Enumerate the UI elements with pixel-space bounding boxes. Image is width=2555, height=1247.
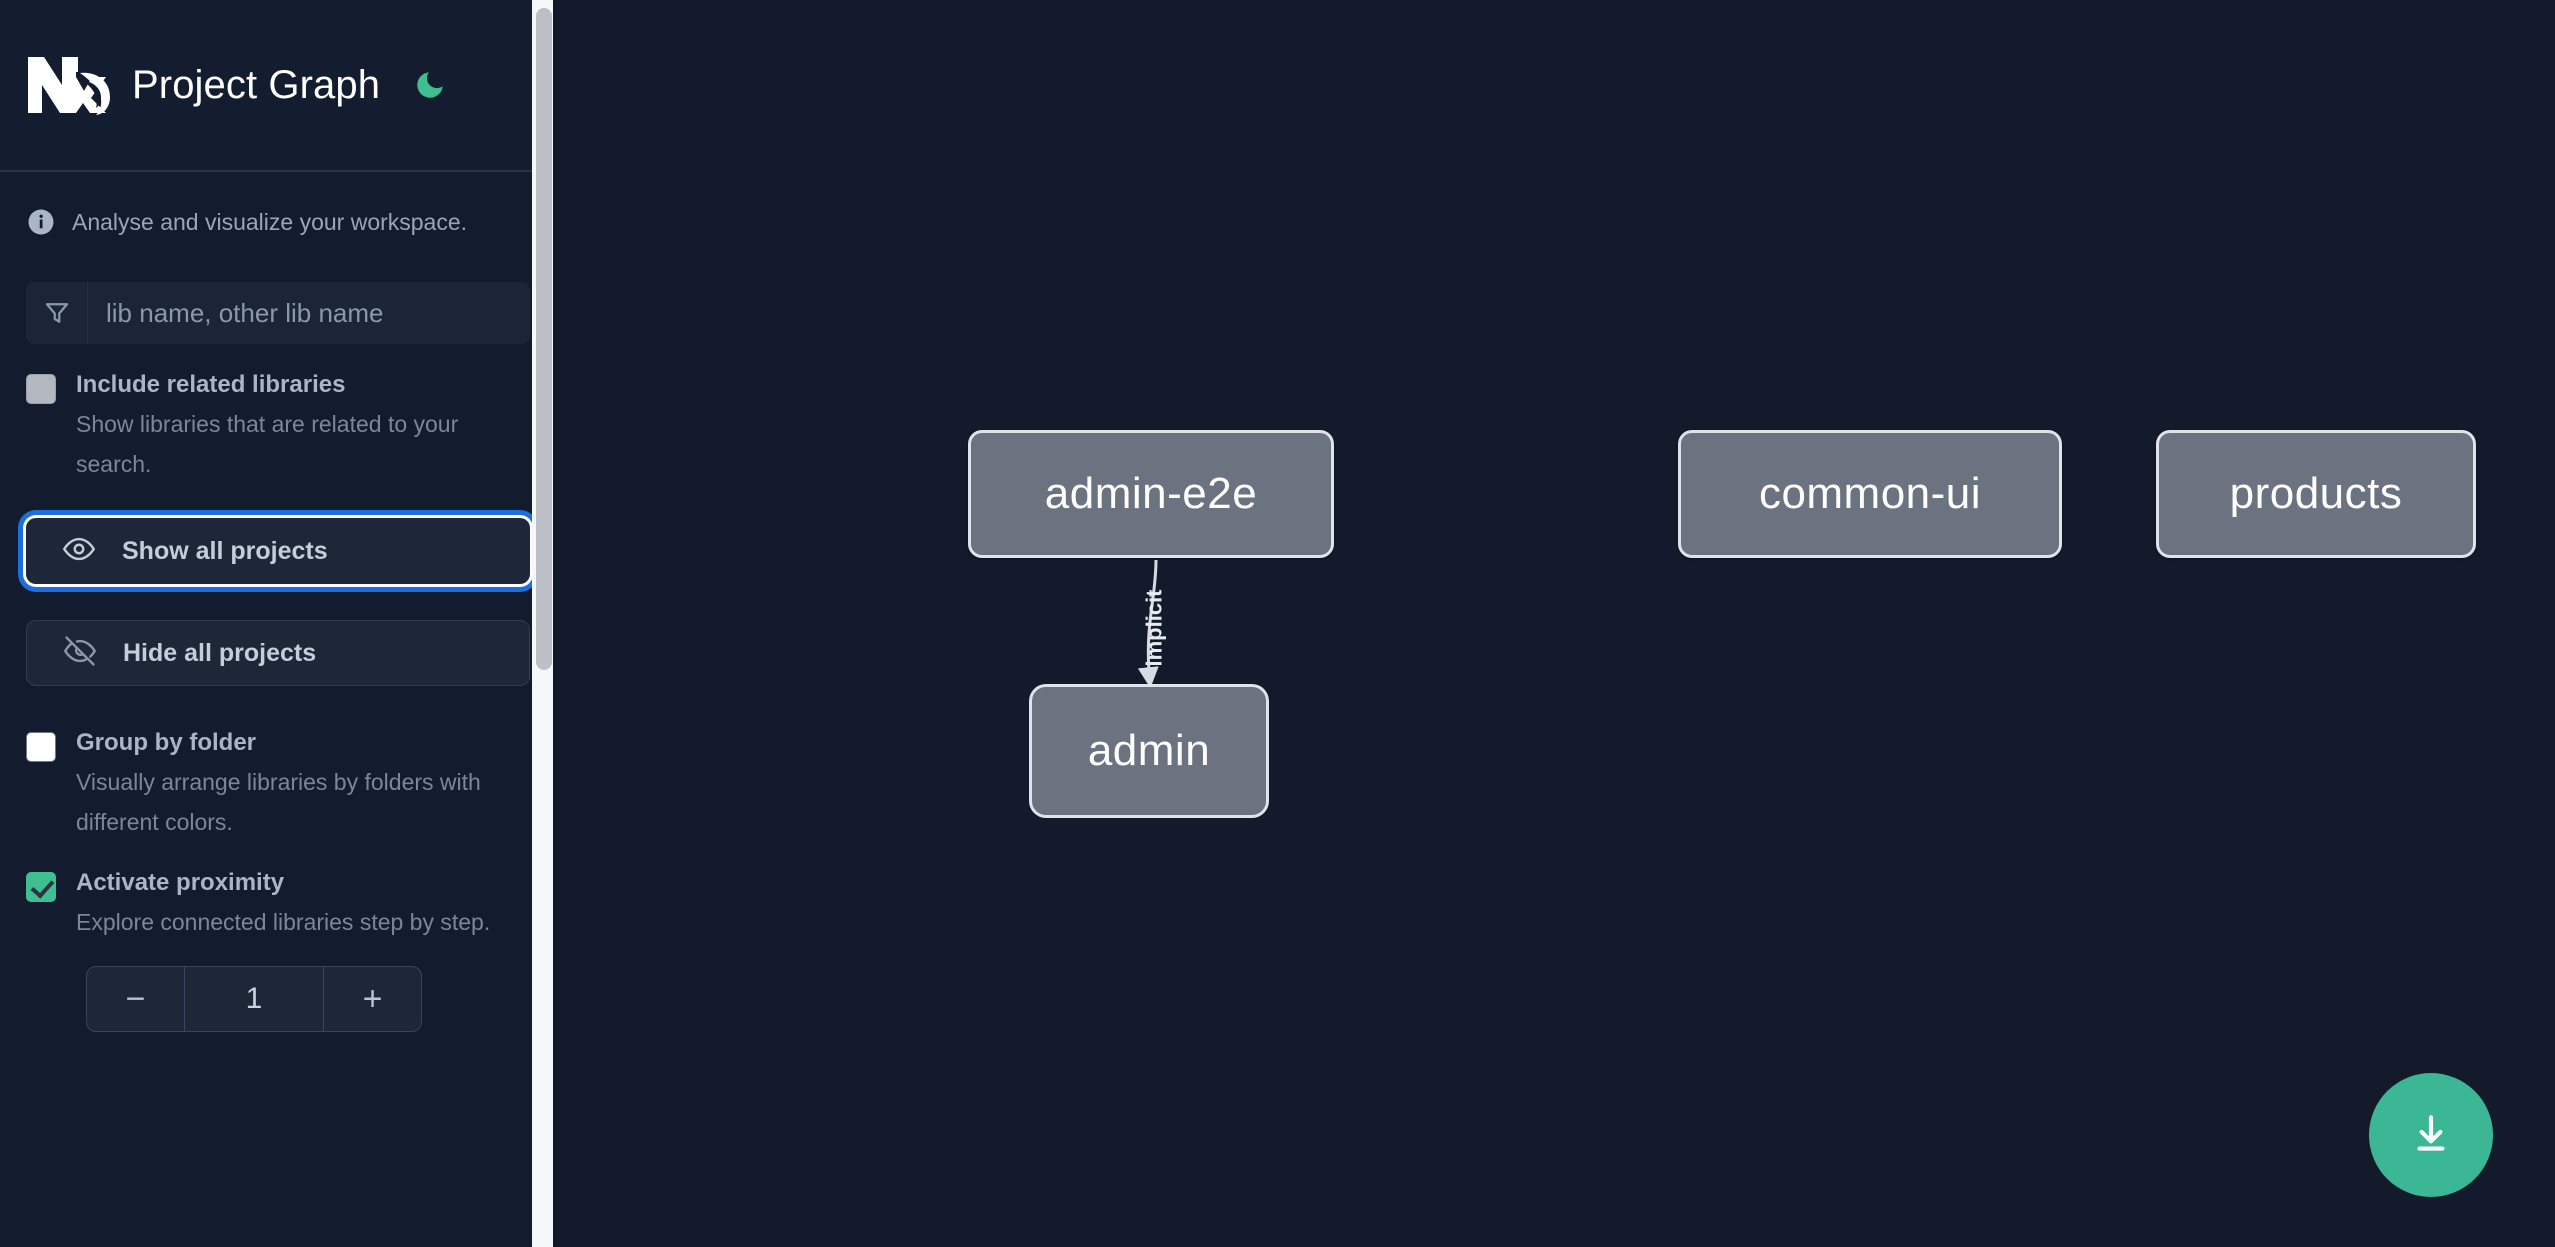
funnel-icon: [26, 282, 88, 344]
graph-edges: [1137, 559, 1159, 689]
sidebar-content: Project Graph Analyse and visualize yo: [0, 0, 556, 1247]
sidebar: Project Graph Analyse and visualize yo: [0, 0, 556, 1247]
search-input[interactable]: [88, 297, 530, 329]
graph-canvas[interactable]: implicit implicit admin-e2e common-ui pr…: [556, 0, 2555, 1247]
download-icon: [2406, 1109, 2456, 1162]
proximity-decrement-button[interactable]: −: [87, 967, 185, 1031]
include-related-libraries-checkbox[interactable]: [26, 374, 56, 404]
sidebar-header: Project Graph: [0, 0, 556, 172]
activate-proximity-label: Activate proximity: [76, 869, 285, 896]
sidebar-scrollbar-thumb[interactable]: [536, 8, 552, 670]
activate-proximity-description: Explore connected libraries step by step…: [76, 909, 491, 935]
proximity-value: 1: [245, 982, 263, 1015]
graph-node-products[interactable]: products: [2156, 430, 2476, 558]
sidebar-edge: [553, 0, 556, 1247]
hide-all-projects-label: Hide all projects: [123, 638, 317, 667]
workspace-info: Analyse and visualize your workspace.: [0, 172, 556, 272]
filter-box[interactable]: [26, 282, 530, 344]
hide-all-projects-button[interactable]: Hide all projects: [26, 620, 530, 686]
moon-icon[interactable]: [410, 65, 450, 105]
group-by-folder-description: Visually arrange libraries by folders wi…: [76, 769, 481, 835]
info-circle-icon: [26, 207, 56, 237]
eye-icon: [62, 532, 96, 571]
nx-logo-icon: [26, 51, 112, 119]
show-all-projects-label: Show all projects: [122, 536, 328, 565]
group-by-folder-checkbox[interactable]: [26, 732, 56, 762]
activate-proximity-checkbox[interactable]: [26, 872, 56, 902]
sidebar-scrollbar[interactable]: [532, 0, 556, 1247]
proximity-increment-button[interactable]: +: [323, 967, 421, 1031]
workspace-info-text: Analyse and visualize your workspace.: [72, 208, 468, 235]
graph-node-common-ui[interactable]: common-ui: [1678, 430, 2062, 558]
download-graph-button[interactable]: [2369, 1073, 2493, 1197]
page-title: Project Graph: [132, 62, 381, 107]
proximity-stepper[interactable]: − 1 +: [86, 966, 422, 1032]
option-group-by-folder[interactable]: Group by folder Visually arrange librari…: [0, 686, 556, 842]
eye-slash-icon: [63, 634, 97, 673]
edge-admin-e2e-to-admin: [1137, 559, 1159, 689]
include-related-libraries-description: Show libraries that are related to your …: [76, 411, 459, 477]
option-include-related-libraries[interactable]: Include related libraries Show libraries…: [0, 344, 556, 484]
include-related-libraries-label: Include related libraries: [76, 371, 346, 398]
group-by-folder-label: Group by folder: [76, 729, 256, 756]
graph-node-admin[interactable]: admin: [1032, 687, 1266, 815]
graph-node-admin-e2e[interactable]: admin-e2e: [968, 430, 1334, 558]
option-activate-proximity[interactable]: Activate proximity Explore connected lib…: [0, 842, 556, 942]
show-all-projects-button[interactable]: Show all projects: [26, 518, 530, 584]
